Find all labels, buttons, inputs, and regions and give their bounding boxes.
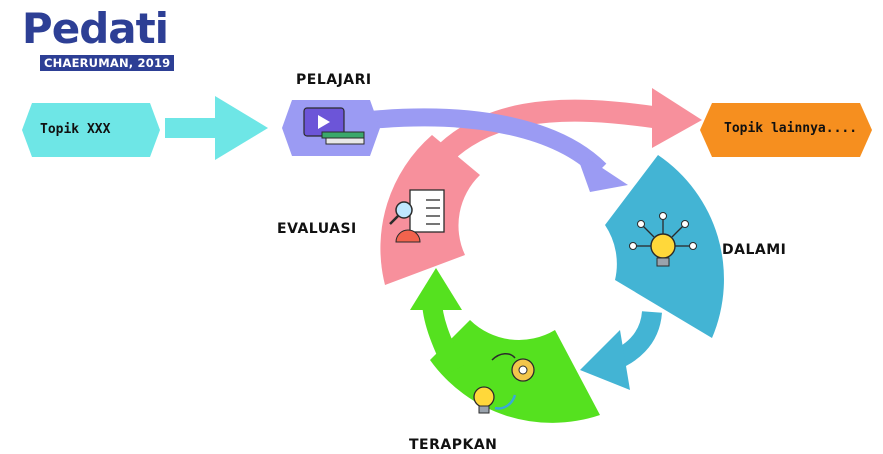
stage-label-deepen: DALAMI	[722, 242, 787, 258]
end-box	[700, 103, 872, 157]
start-arrowhead	[215, 96, 268, 160]
logo-wordmark: Pedati	[21, 4, 169, 53]
video-lesson-books-icon	[303, 107, 365, 145]
checklist-magnifier-gauge-icon	[389, 189, 445, 243]
lightbulb-network-icon	[629, 212, 697, 267]
start-box	[22, 103, 160, 157]
stage-label-evaluate: EVALUASI	[277, 221, 357, 237]
logo: Pedati CHAERUMAN, 2019	[10, 6, 180, 71]
end-box-label: Topik lainnya....	[724, 121, 858, 136]
stage-label-apply: TERAPKAN	[409, 437, 498, 453]
idea-gear-cycle-icon	[473, 353, 535, 414]
logo-subtitle: CHAERUMAN, 2019	[40, 55, 175, 71]
evaluate-arrow	[410, 99, 662, 191]
deepen-arrowhead	[580, 330, 630, 390]
stage-label-learn: PELAJARI	[296, 72, 372, 88]
learn-arrowhead	[575, 150, 628, 192]
learn-arrow	[369, 108, 607, 177]
apply-arrowhead	[410, 268, 462, 310]
evaluate-arrowhead	[652, 88, 702, 148]
start-box-label: Topik XXX	[40, 122, 111, 137]
